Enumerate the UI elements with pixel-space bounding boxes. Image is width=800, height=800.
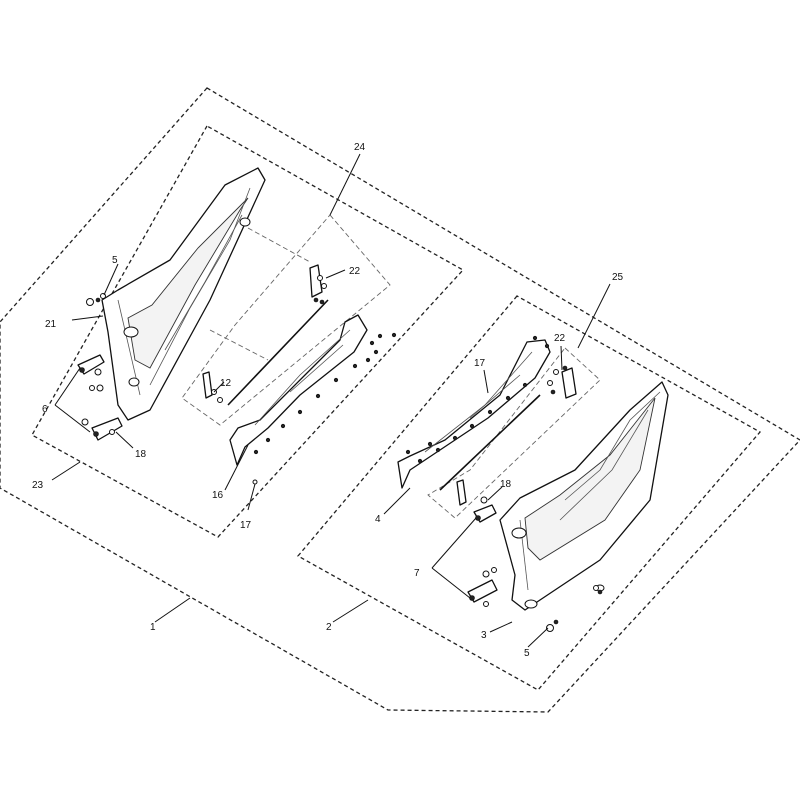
right-latch-bracket bbox=[547, 365, 577, 399]
callout-5-left: 5 bbox=[112, 255, 118, 266]
left-hinge-lower bbox=[81, 417, 123, 441]
right-hinge-lower bbox=[467, 567, 498, 607]
phantom-line-a bbox=[247, 227, 311, 263]
leader-lines bbox=[51, 153, 611, 648]
callout-25: 25 bbox=[612, 272, 624, 283]
left-hinge-upper bbox=[77, 354, 105, 392]
left-trim-fastener bbox=[252, 479, 258, 485]
callout-6: 6 bbox=[42, 404, 48, 415]
assembly-1-boundary bbox=[0, 87, 800, 713]
callout-4: 4 bbox=[375, 514, 381, 525]
callout-21: 21 bbox=[45, 319, 57, 330]
subassembly-25-boundary bbox=[427, 347, 601, 519]
callout-22-right: 22 bbox=[554, 333, 566, 344]
callout-1: 1 bbox=[150, 622, 156, 633]
callout-16: 16 bbox=[212, 490, 224, 501]
callout-18-right: 18 bbox=[500, 479, 512, 490]
right-latch-rod bbox=[439, 394, 541, 491]
callout-labels: 1 2 3 4 5 5 6 7 12 16 17 17 18 18 21 22 … bbox=[32, 142, 624, 659]
callout-17-left: 17 bbox=[240, 520, 252, 531]
left-latch-bracket bbox=[309, 264, 327, 305]
left-latch-rod bbox=[227, 299, 329, 406]
callout-3: 3 bbox=[481, 630, 487, 641]
callout-23: 23 bbox=[32, 480, 44, 491]
right-trim-strip bbox=[397, 335, 551, 489]
callout-5-right: 5 bbox=[524, 648, 530, 659]
left-trim-strip bbox=[229, 314, 397, 466]
right-door-panel bbox=[499, 381, 669, 611]
phantom-line-b bbox=[209, 329, 269, 361]
subassembly-24-boundary bbox=[181, 214, 391, 426]
left-door-panel bbox=[101, 167, 266, 421]
left-latch-striker bbox=[202, 371, 223, 403]
callout-7: 7 bbox=[414, 568, 420, 579]
right-latch-striker bbox=[456, 479, 467, 506]
callout-12: 12 bbox=[220, 378, 232, 389]
callout-17-right: 17 bbox=[474, 358, 486, 369]
callout-24: 24 bbox=[354, 142, 366, 153]
assembly-23-boundary bbox=[31, 125, 465, 538]
callout-22-left: 22 bbox=[349, 266, 361, 277]
right-hinge-upper bbox=[473, 496, 497, 523]
assembly-boundaries bbox=[0, 87, 800, 713]
callout-2: 2 bbox=[326, 622, 332, 633]
callout-18-left: 18 bbox=[135, 449, 147, 460]
right-door-fasteners bbox=[546, 585, 603, 632]
assembly-2-boundary bbox=[296, 295, 762, 691]
